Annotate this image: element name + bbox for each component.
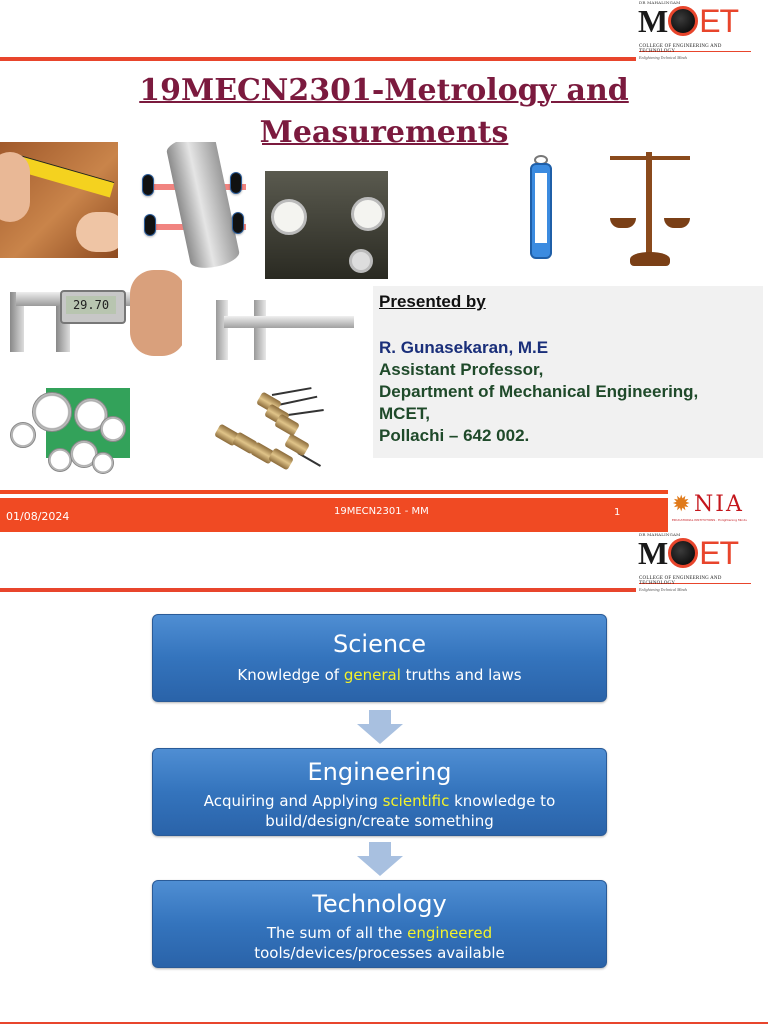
presenter-name: R. Gunasekaran, M.E	[379, 338, 549, 357]
down-arrow-icon	[357, 842, 403, 876]
slide-title: 19MECN2301-Metrology and Measurements	[0, 70, 768, 154]
logo-rule	[639, 583, 751, 584]
proximity-sensors-image	[212, 386, 332, 482]
globe-icon	[668, 538, 699, 568]
science-text-2: truths and laws	[400, 666, 522, 684]
down-arrow-icon	[357, 710, 403, 744]
footer-date: 01/08/2024	[6, 510, 70, 523]
vernier-caliper-image	[214, 298, 356, 378]
logo-top-text: DR MAHALINGAM	[639, 0, 681, 5]
logo-et: ET	[699, 535, 739, 571]
laser-micrometer-image	[126, 142, 262, 268]
logo-top-text: DR MAHALINGAM	[639, 532, 681, 537]
engineering-text-1: Acquiring and Applying	[203, 792, 383, 810]
logo-m: M	[638, 535, 668, 571]
logo-et: ET	[699, 3, 739, 39]
presenter-designation: Assistant Professor,	[379, 360, 544, 379]
slide-1: DR MAHALINGAM M ET COLLEGE OF ENGINEERING…	[0, 0, 768, 532]
technology-text-2: tools/devices/processes available	[254, 944, 505, 962]
nia-tagline: EDUCATIONAL INSTITUTIONS · Enlightening …	[672, 518, 747, 522]
pressure-gauges-image	[8, 388, 130, 484]
engineering-box: Engineering Acquiring and Applying scien…	[152, 748, 607, 836]
caliper-reading: 29.70	[66, 296, 116, 314]
footer-page-number: 1	[614, 507, 621, 518]
header-rule	[0, 588, 636, 592]
header-rule	[0, 57, 636, 61]
science-description: Knowledge of general truths and laws	[153, 665, 606, 685]
logo-tagline: Enlightening Technical Minds	[639, 587, 688, 592]
logo-tagline: Enlightening Technical Minds	[639, 55, 688, 60]
engineering-heading: Engineering	[307, 758, 452, 786]
engineering-description: Acquiring and Applying scientific knowle…	[175, 791, 584, 831]
title-line-1: 19MECN2301-Metrology and	[139, 73, 629, 108]
footer-rule	[0, 490, 668, 494]
footer-course-code: 19MECN2301 - MM	[334, 506, 429, 517]
technology-description: The sum of all the engineered tools/devi…	[193, 923, 566, 963]
presenter-address: Pollachi – 642 002.	[379, 426, 530, 445]
science-box: Science Knowledge of general truths and …	[152, 614, 607, 702]
nia-logo: ✹ NIA EDUCATIONAL INSTITUTIONS · Enlight…	[668, 490, 768, 532]
measuring-tape-image	[0, 142, 118, 258]
presenter-info: Presented by R. Gunasekaran, M.E Assista…	[373, 286, 763, 458]
logo-college-name: COLLEGE OF ENGINEERING AND TECHNOLOGY	[639, 576, 722, 586]
presenter-college: MCET,	[379, 404, 430, 423]
title-line-2: Measurements	[259, 115, 509, 150]
technology-box: Technology The sum of all the engineered…	[152, 880, 607, 968]
globe-icon	[668, 6, 699, 36]
logo-college-name: COLLEGE OF ENGINEERING AND TECHNOLOGY	[639, 44, 722, 54]
engineering-highlight: scientific	[382, 792, 450, 810]
science-highlight: general	[343, 666, 401, 684]
technology-highlight: engineered	[407, 924, 493, 942]
mcet-logo: DR MAHALINGAM M ET COLLEGE OF ENGINEERING…	[637, 0, 755, 60]
mcet-logo: DR MAHALINGAM M ET COLLEGE OF ENGINEERING…	[637, 532, 755, 592]
bottom-rule	[0, 1022, 768, 1024]
science-heading: Science	[332, 630, 427, 658]
slide-footer: 01/08/2024 19MECN2301 - MM 1	[0, 490, 668, 532]
presented-by-heading: Presented by	[379, 292, 486, 311]
presenter-department: Department of Mechanical Engineering,	[379, 382, 699, 401]
weighing-scale-image	[606, 142, 694, 270]
logo-wordmark: M ET	[638, 535, 739, 571]
engineering-text-2: knowledge to build/design/create somethi…	[265, 792, 556, 830]
science-text-1: Knowledge of	[237, 666, 344, 684]
technology-text-1: The sum of all the	[266, 924, 408, 942]
nia-wordmark: NIA	[694, 492, 744, 517]
slide-2: DR MAHALINGAM M ET COLLEGE OF ENGINEERING…	[0, 532, 768, 1024]
sun-icon: ✹	[672, 492, 691, 517]
dial-gauge-image	[265, 171, 388, 279]
spring-balance-image	[526, 155, 556, 270]
technology-heading: Technology	[312, 890, 447, 918]
logo-rule	[639, 51, 751, 52]
logo-wordmark: M ET	[638, 3, 739, 39]
logo-m: M	[638, 3, 668, 39]
digital-caliper-image: 29.70	[6, 268, 182, 368]
